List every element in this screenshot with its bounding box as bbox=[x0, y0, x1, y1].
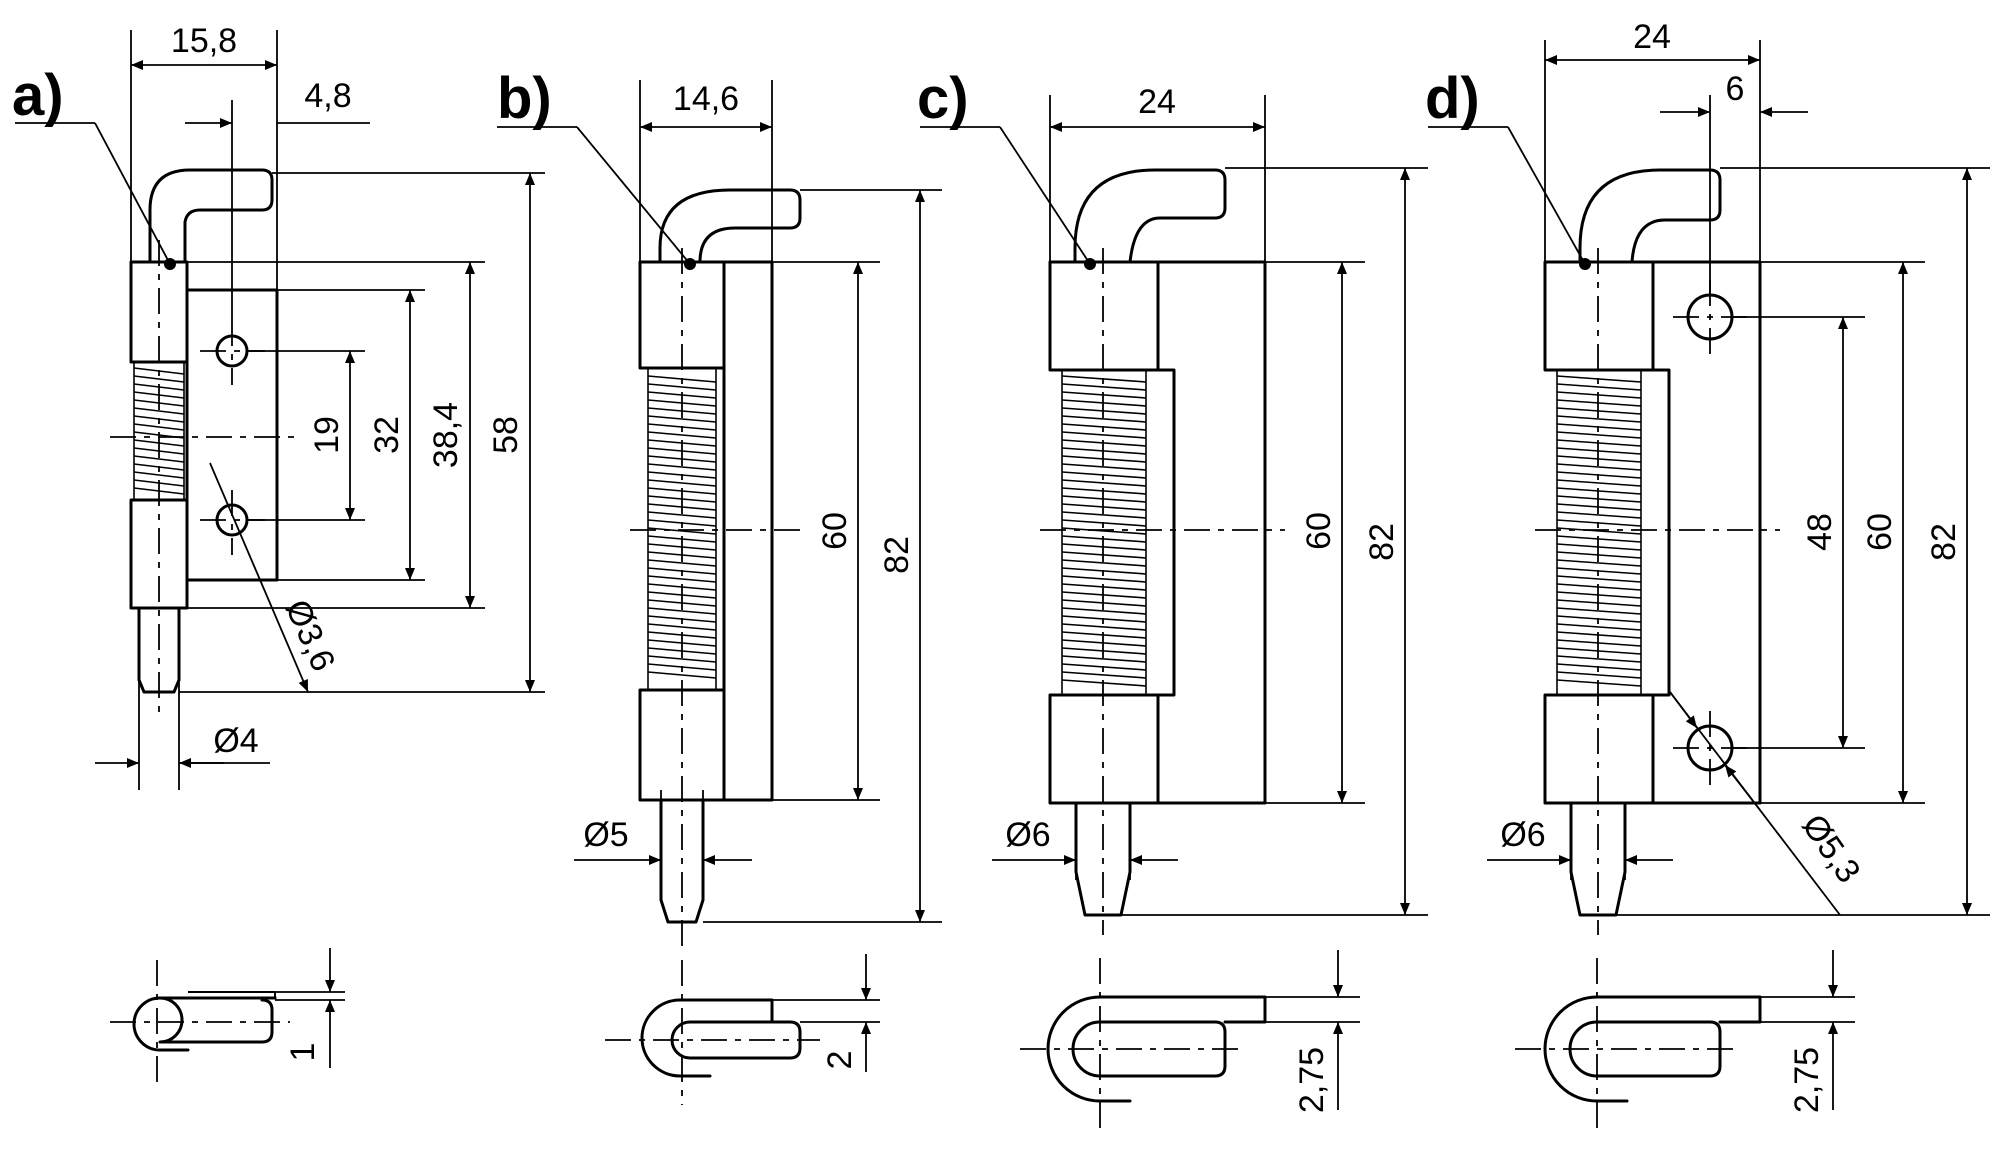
dim-d-thickness: 2,75 bbox=[1788, 1047, 1826, 1113]
dim-d-h48: 48 bbox=[1801, 513, 1839, 551]
dim-b-width: 14,6 bbox=[673, 80, 739, 118]
label-d: d) bbox=[1425, 66, 1480, 131]
dim-d-hole: Ø5,3 bbox=[1794, 808, 1867, 890]
dim-b-h82: 82 bbox=[878, 536, 916, 574]
label-b: b) bbox=[497, 66, 552, 131]
label-c: c) bbox=[917, 66, 969, 131]
dim-d-width: 24 bbox=[1633, 18, 1671, 56]
variant-c: c) 24 60 82 Ø6 2,75 bbox=[917, 66, 1428, 1130]
dim-a-width: 15,8 bbox=[171, 22, 237, 60]
dim-b-pin: Ø5 bbox=[583, 816, 628, 854]
dim-c-width: 24 bbox=[1138, 83, 1176, 121]
dim-c-pin: Ø6 bbox=[1005, 816, 1050, 854]
spring-a bbox=[133, 362, 185, 500]
spring-c bbox=[1061, 370, 1147, 695]
top-view-b: 2 bbox=[605, 954, 880, 1105]
dim-b-thickness: 2 bbox=[821, 1051, 859, 1070]
dim-b-h60: 60 bbox=[816, 512, 854, 550]
dim-a-thickness: 1 bbox=[284, 1043, 322, 1062]
variant-d: d) 24 6 48 60 82 Ø5,3 Ø6 2,75 bbox=[1425, 18, 1990, 1130]
dim-a-hole: Ø3,6 bbox=[278, 594, 343, 677]
dim-a-h58: 58 bbox=[487, 416, 525, 454]
dim-a-h19: 19 bbox=[308, 416, 346, 454]
dim-d-offset: 6 bbox=[1726, 70, 1745, 108]
dim-a-pin: Ø4 bbox=[213, 722, 258, 760]
dim-a-h32: 32 bbox=[368, 416, 406, 454]
dim-c-thickness: 2,75 bbox=[1293, 1047, 1331, 1113]
dim-d-pin: Ø6 bbox=[1500, 816, 1545, 854]
dim-c-h60: 60 bbox=[1300, 512, 1338, 550]
dim-a-offset: 4,8 bbox=[304, 77, 351, 115]
top-view-d: 2,75 bbox=[1515, 950, 1855, 1130]
dim-d-h60: 60 bbox=[1861, 513, 1899, 551]
top-view-c: 2,75 bbox=[1020, 950, 1360, 1130]
dim-c-h82: 82 bbox=[1363, 523, 1401, 561]
spring-d bbox=[1556, 370, 1642, 695]
dim-a-h38: 38,4 bbox=[427, 402, 465, 468]
label-a: a) bbox=[12, 63, 64, 128]
top-view-a: 1 bbox=[110, 948, 345, 1085]
variant-a: a) 15,8 4,8 19 32 38,4 58 Ø3,6 Ø4 1 bbox=[12, 22, 545, 1085]
variant-b: b) 14,6 60 82 Ø5 2 bbox=[497, 66, 942, 1105]
dim-d-h82: 82 bbox=[1925, 523, 1963, 561]
